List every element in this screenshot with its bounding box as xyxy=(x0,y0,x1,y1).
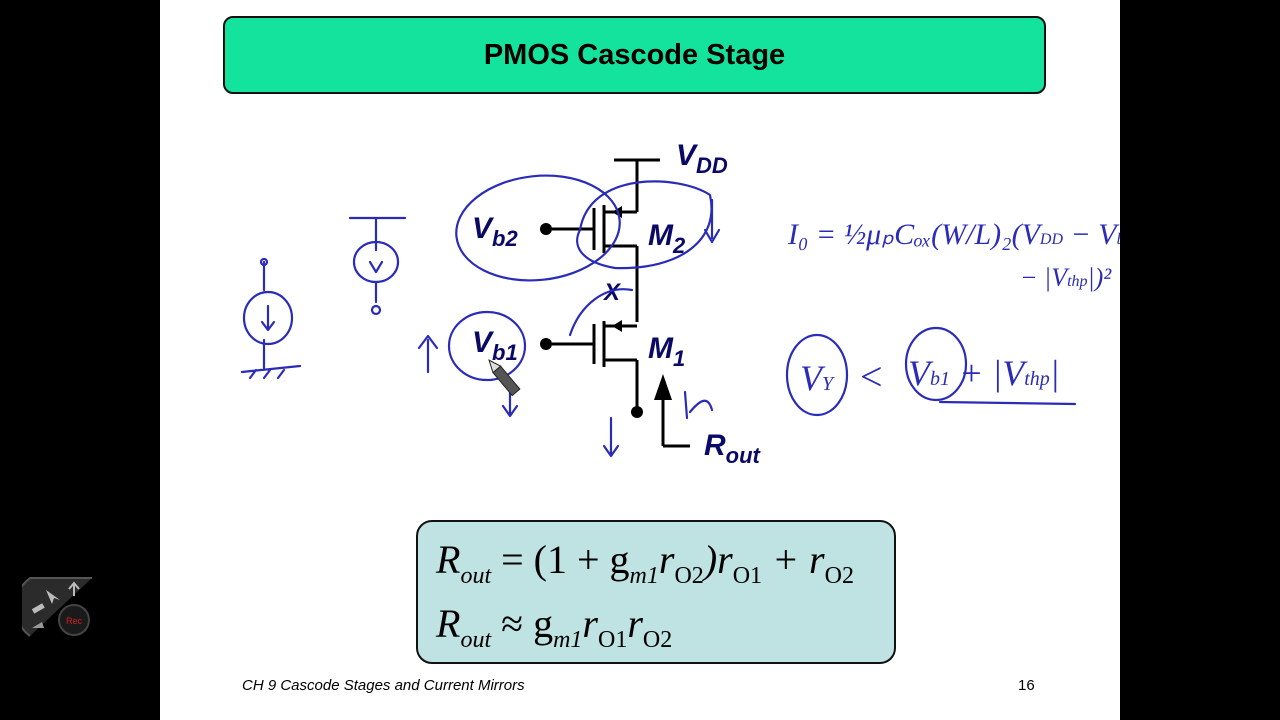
m1-label: M1 xyxy=(648,332,685,371)
svg-text:VY: VY xyxy=(800,358,835,398)
pointer-tool-icon[interactable] xyxy=(46,590,60,604)
footer-chapter: CH 9 Cascode Stages and Current Mirrors xyxy=(242,677,525,694)
handwritten-annotations: I₀ = ½μₚCₒₓ(W/L)₂(VDD − Vb2 − |Vthp|)² V… xyxy=(240,174,1120,458)
vdd-label: VDD xyxy=(676,139,728,178)
vb1-label: Vb1 xyxy=(472,326,518,365)
rout-arrow-head xyxy=(654,374,672,400)
stamp-icon[interactable] xyxy=(32,622,44,628)
rout-approx-equation: Rout ≈ gm1rO1rO2 xyxy=(436,601,673,653)
node-x-label: X xyxy=(602,279,622,306)
out-node xyxy=(631,406,643,418)
vb1-node xyxy=(540,338,552,350)
m1-arrow xyxy=(612,320,622,332)
vb2-node xyxy=(540,223,552,235)
pen-cursor xyxy=(488,359,521,397)
id-equation-ink: I₀ = ½μₚCₒₓ(W/L)₂(VDD − Vb2 xyxy=(787,218,1120,251)
slide-title: PMOS Cascode Stage xyxy=(483,38,786,71)
svg-text:<: < xyxy=(860,354,883,399)
upload-icon[interactable] xyxy=(68,581,80,596)
m2-label: M2 xyxy=(648,219,686,258)
slide: PMOS Cascode Stage VDD Vb2 Vb1 xyxy=(160,0,1120,720)
pen-tool-icon[interactable] xyxy=(31,603,45,614)
svg-text:Vb1 + |Vthp|: Vb1 + |Vthp| xyxy=(908,353,1060,393)
rout-formula-box: Rout = (1 + gm1rO2)rO1 + rO2 Rout ≈ gm1r… xyxy=(416,520,896,664)
circuit-diagram: VDD Vb2 Vb1 M2 M1 X Rout I₀ = ½μₚCₒₓ(W/L xyxy=(240,139,1120,468)
vb2-label: Vb2 xyxy=(472,212,518,251)
record-button[interactable] xyxy=(58,604,90,636)
title-banner: PMOS Cascode Stage xyxy=(223,16,1046,94)
page-number: 16 xyxy=(1018,677,1035,694)
svg-text:− |Vthp|)²: − |Vthp|)² xyxy=(1020,263,1112,292)
recorder-widget[interactable]: Rec xyxy=(22,570,98,646)
record-label: Rec xyxy=(66,616,83,626)
rout-label: Rout xyxy=(704,429,762,468)
rout-exact-equation: Rout = (1 + gm1rO2)rO1 + rO2 xyxy=(436,537,854,589)
